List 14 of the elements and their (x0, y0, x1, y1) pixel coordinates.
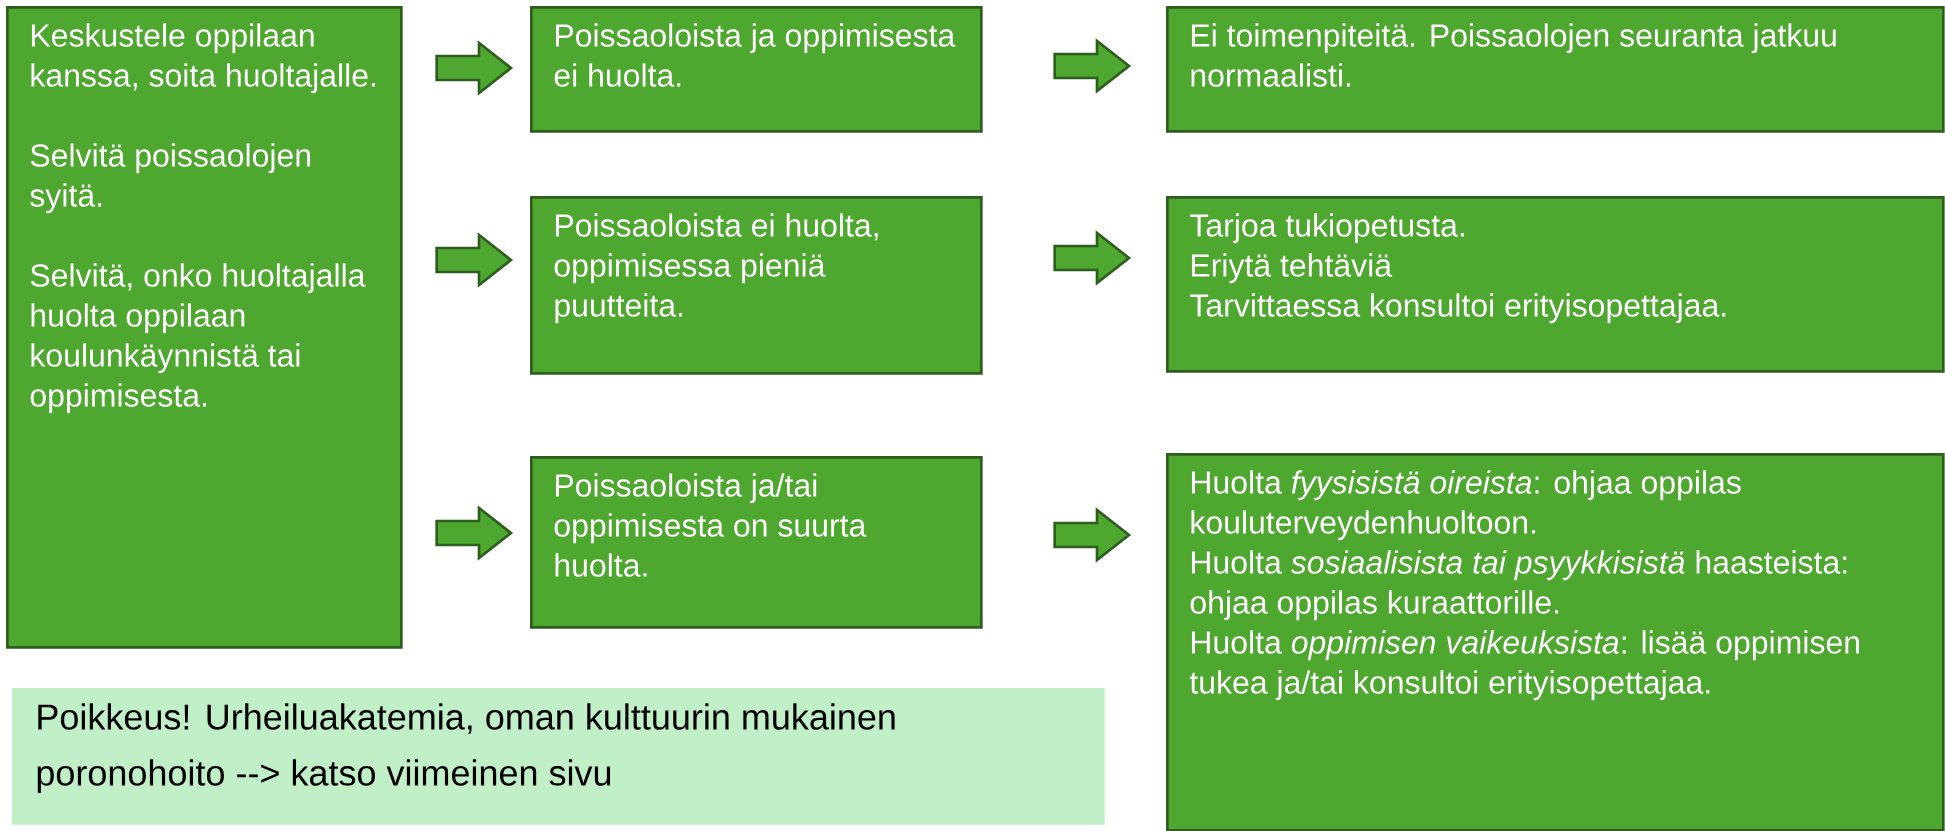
note-box: Poikkeus! Urheiluakatemia, oman kulttuurin mukainen poronohoito --> katso viimeinen sivu (12, 688, 1105, 825)
step-box: Poissaoloista ja/tai oppimisesta on suurta huolta. (530, 456, 983, 629)
block-arrow (1053, 507, 1132, 563)
block-arrow (1053, 38, 1132, 94)
block-arrow (435, 505, 514, 561)
block-arrow (435, 40, 514, 96)
block-arrow (435, 232, 514, 288)
step-box: Huolta fyysisistä oireista: ohjaa oppilas kouluterveydenhuoltoon. Huolta sosiaalisista tai psyykkisistä haasteista: ohjaa oppilas kuraattorille. Huolta oppimisen vaikeuksista: lisää oppimisen tukea ja/tai konsultoi erityisopettajaa. (1166, 453, 1945, 831)
step-box: Tarjoa tukiopetusta. Eriytä tehtäviä Tarvittaessa konsultoi erityisopettajaa. (1166, 196, 1945, 373)
step-box: Keskustele oppilaan kanssa, soita huoltajalle. Selvitä poissaolojen syitä. Selvitä, onko huoltajalla huolta oppilaan koulunkäynnistä tai oppimisesta. (6, 6, 403, 649)
block-arrow (1053, 230, 1132, 286)
step-box: Poissaoloista ei huolta, oppimisessa pieniä puutteita. (530, 196, 983, 375)
step-box: Ei toimenpiteitä. Poissaolojen seuranta jatkuu normaalisti. (1166, 6, 1945, 133)
step-box: Poissaoloista ja oppimisesta ei huolta. (530, 6, 983, 133)
